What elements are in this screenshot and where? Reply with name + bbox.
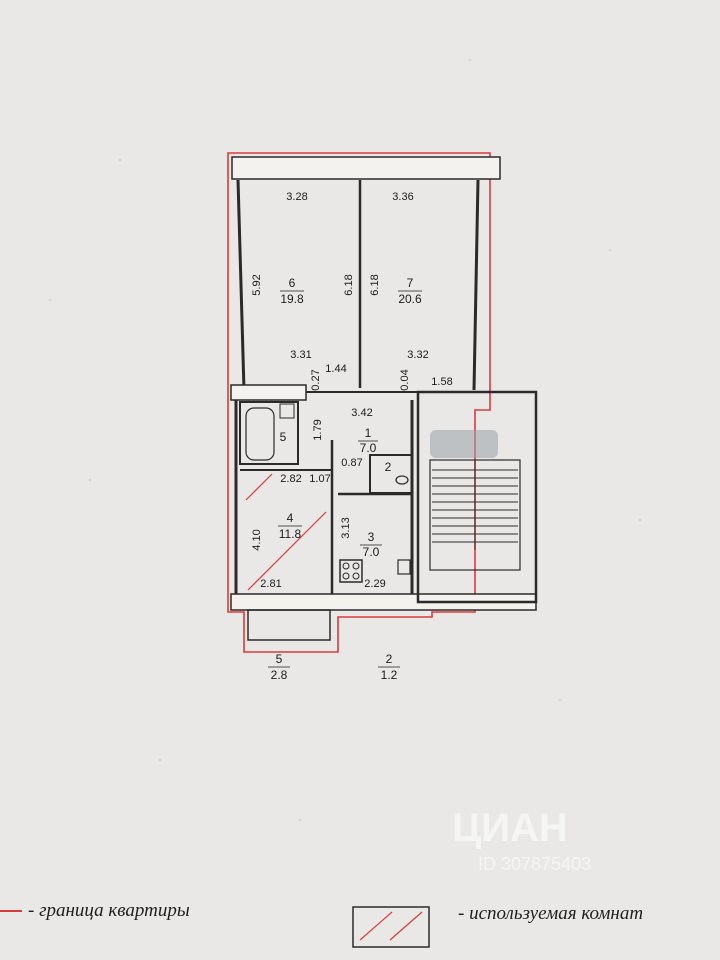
watermark-id: ID 307875403 <box>478 854 592 874</box>
room-4-number: 4 <box>287 511 294 525</box>
privacy-blur <box>430 430 498 458</box>
room-6-number: 6 <box>289 276 296 290</box>
used-room-legend-swatch <box>352 906 430 948</box>
dimension-label: 3.32 <box>407 349 428 361</box>
room-6-area: 19.8 <box>280 292 304 306</box>
room-5-number: 5 <box>280 430 287 444</box>
dimension-label: 0.27 <box>310 369 322 390</box>
dimension-label: 1.58 <box>431 376 452 388</box>
legend-used-room-label: - используемая комнат <box>458 903 644 924</box>
used-room-hatch <box>245 473 327 591</box>
paper-speckles <box>48 58 642 822</box>
dimension-label: 0.87 <box>341 457 362 469</box>
stair-treads <box>432 469 518 543</box>
dimension-label: 1.07 <box>309 473 330 485</box>
dimension-label: 2.29 <box>364 578 385 590</box>
balcony-number: 5 <box>276 652 283 666</box>
dimension-label: 1.79 <box>312 419 324 440</box>
room-1-area: 7.0 <box>360 441 377 455</box>
room-1-number: 1 <box>365 426 372 440</box>
dimension-label: 2.82 <box>280 473 301 485</box>
room-4-area: 11.8 <box>279 527 302 541</box>
dimension-label: 3.36 <box>392 191 413 203</box>
walls <box>230 156 538 641</box>
dimension-label: 3.13 <box>340 517 352 538</box>
legend-boundary-label: - граница квартиры <box>28 900 190 921</box>
dimension-label: 5.92 <box>251 274 263 295</box>
loggia-number: 2 <box>386 652 393 666</box>
room-7-number: 7 <box>407 276 414 290</box>
watermark-brand: ЦИАН <box>452 806 568 850</box>
dimension-label: 2.81 <box>260 578 281 590</box>
dimension-label: 0.04 <box>399 369 411 390</box>
dimension-label: 1.44 <box>325 363 346 375</box>
room-7-area: 20.6 <box>398 292 422 306</box>
balcony-area: 2.8 <box>271 668 288 682</box>
dimension-label: 3.31 <box>290 349 311 361</box>
dimension-label: 3.28 <box>286 191 307 203</box>
room-2-number: 2 <box>385 460 392 474</box>
apartment-boundary <box>227 152 491 653</box>
room-3-number: 3 <box>368 530 375 544</box>
dimension-label: 6.18 <box>369 274 381 295</box>
dimension-label: 4.10 <box>251 529 263 550</box>
room-3-area: 7.0 <box>363 545 380 559</box>
dimension-label: 6.18 <box>343 274 355 295</box>
dimension-label: 3.42 <box>351 407 372 419</box>
loggia-area: 1.2 <box>381 668 398 682</box>
